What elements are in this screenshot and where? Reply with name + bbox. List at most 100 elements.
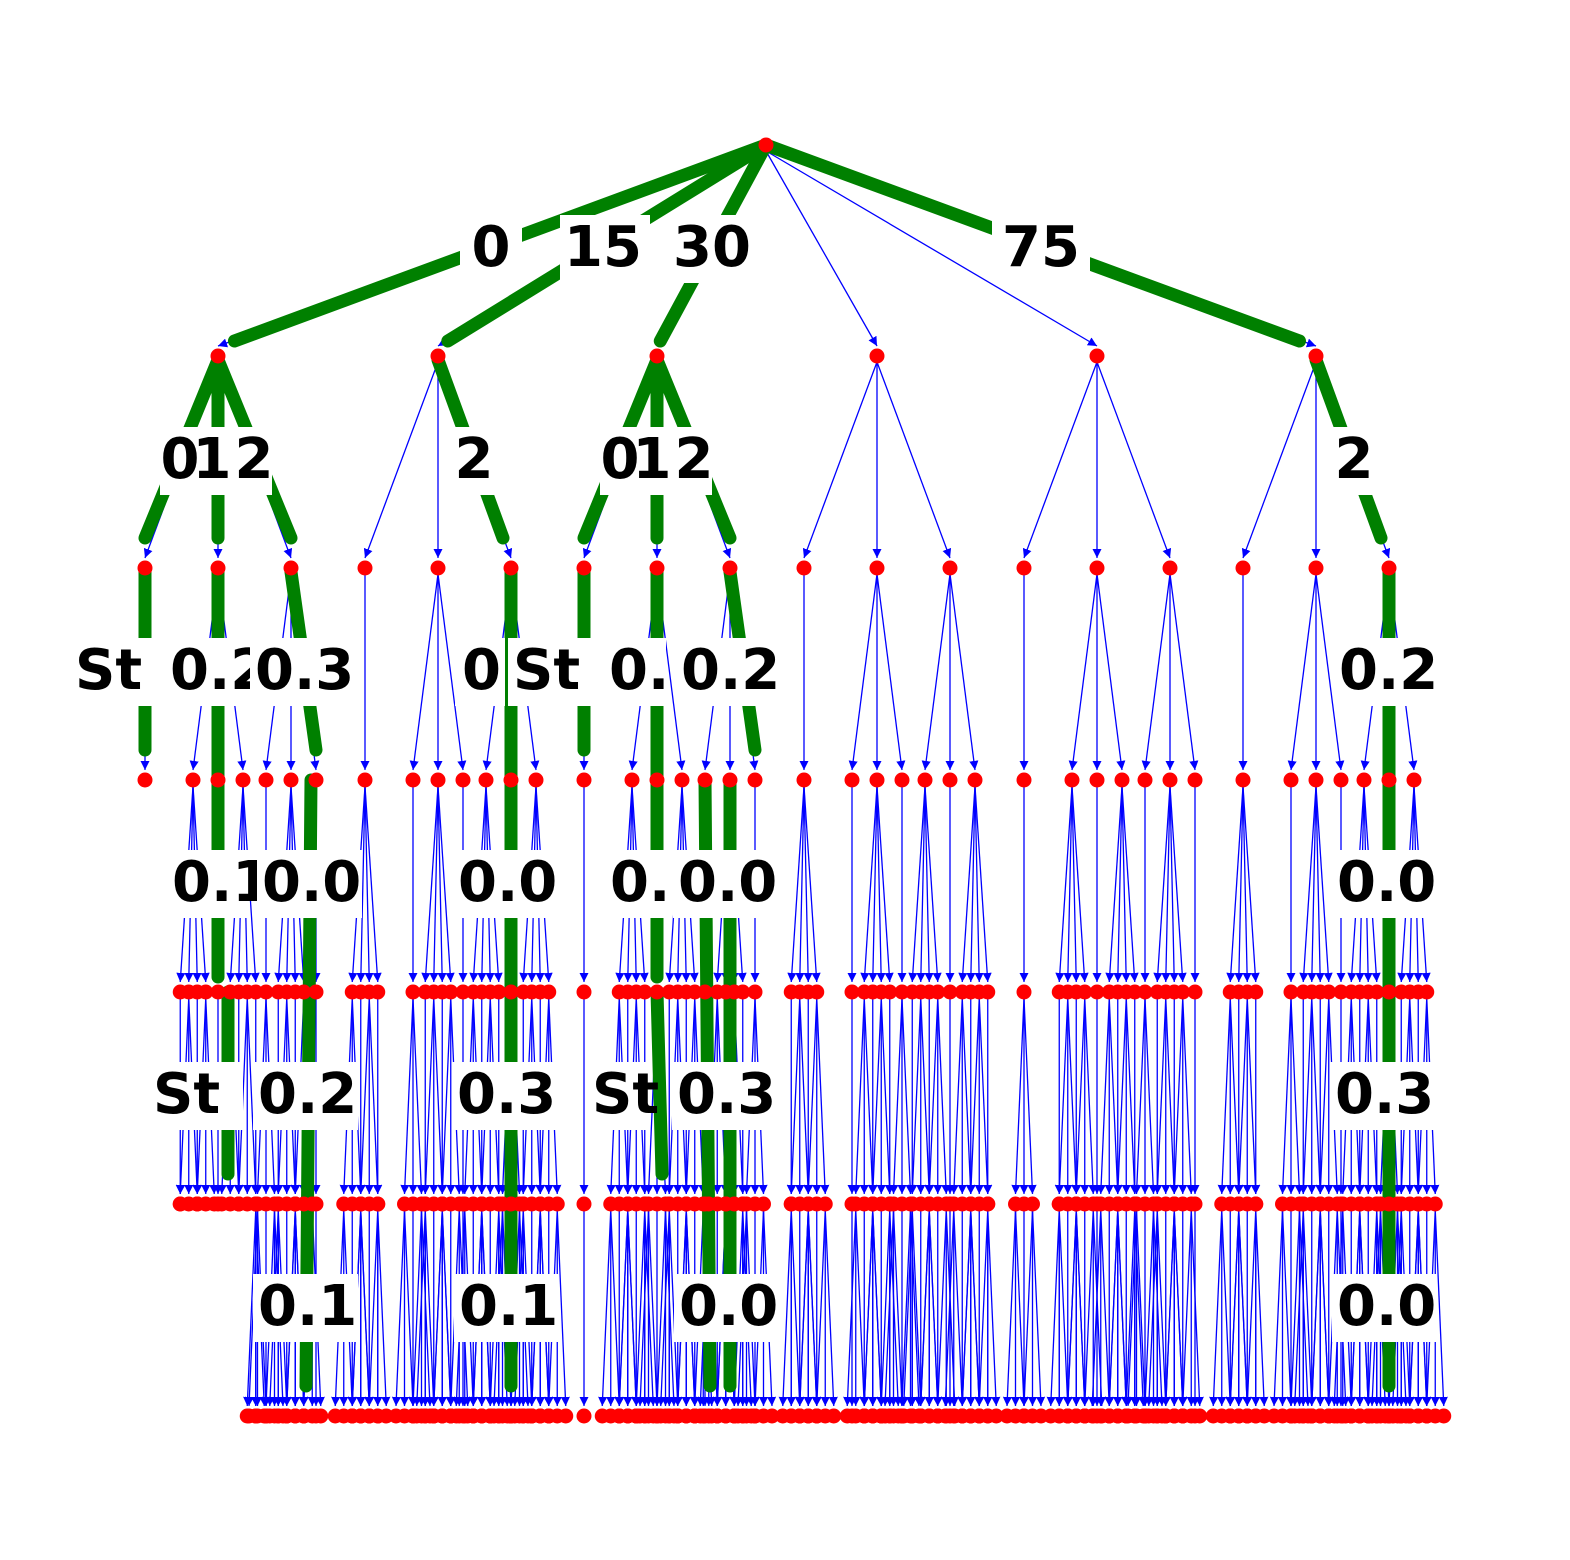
tree-node (443, 984, 459, 1000)
tree-edge (1299, 997, 1313, 1195)
tree-node (649, 348, 665, 364)
tree-edge (843, 1209, 857, 1407)
tree-edge (1055, 997, 1069, 1195)
tree-edge (400, 997, 414, 1195)
tree-node (455, 772, 471, 788)
tree-node (882, 984, 898, 1000)
tree-node (942, 772, 958, 788)
tree-edge (437, 785, 447, 983)
tree-edge (1105, 785, 1123, 983)
tree-node (1283, 984, 1299, 1000)
tree-node (1137, 772, 1153, 788)
tree-node (541, 984, 557, 1000)
tree-node (817, 1196, 833, 1212)
tree-node (1436, 1408, 1452, 1424)
tree-node (649, 984, 665, 1000)
tree-node (1333, 984, 1349, 1000)
tree-node (137, 772, 153, 788)
tree-edge (1019, 1209, 1034, 1407)
edge-label-l2-4: 0 (601, 427, 640, 492)
tree-edge (958, 785, 976, 983)
tree-node (576, 560, 592, 576)
tree-edge (242, 785, 260, 983)
edge-label-l2-5: 1 (633, 427, 672, 492)
tree-edge (246, 997, 260, 1195)
tree-edge (1246, 997, 1260, 1195)
tree-node (576, 984, 592, 1000)
tree-edge (1063, 1209, 1077, 1407)
edge-label-l3-3: 0 (462, 638, 501, 703)
tree-edge (908, 997, 922, 1195)
tree-edge (1290, 997, 1304, 1195)
tree-edge (1173, 1209, 1187, 1407)
tree-edge (1234, 997, 1248, 1195)
tree-node (747, 772, 763, 788)
tree-edge (1096, 361, 1172, 559)
tree-edge (802, 361, 878, 559)
tree-node (697, 772, 713, 788)
tree-node (980, 1196, 996, 1212)
tree-edge (1307, 785, 1317, 983)
tree-node (1308, 348, 1324, 364)
tree-edge (790, 1209, 804, 1407)
tree-edge (876, 361, 952, 559)
tree-edge (1234, 785, 1244, 983)
tree-node (258, 984, 274, 1000)
tree-node (980, 1408, 996, 1424)
tree-edge (364, 785, 374, 983)
edge-label-l2-1: 1 (193, 427, 232, 492)
tree-edge (1063, 785, 1073, 983)
tree-edge (889, 997, 903, 1195)
tree-node (637, 984, 653, 1000)
tree-edge (941, 1209, 955, 1407)
tree-node (942, 984, 958, 1000)
tree-edge (1011, 997, 1025, 1195)
tree-node (235, 772, 251, 788)
tree-node (869, 560, 885, 576)
edge-label-l5-3: St (592, 1062, 659, 1127)
tree-node (405, 984, 421, 1000)
edge-label-l6-2: 0.0 (679, 1274, 778, 1339)
tree-node (185, 772, 201, 788)
tree-node (826, 1408, 842, 1424)
tree-node (1333, 772, 1349, 788)
tree-edge (429, 1209, 443, 1407)
tree-edge (1316, 997, 1330, 1195)
tree-edge (1226, 785, 1244, 983)
tree-node (1235, 772, 1251, 788)
tree-node (405, 772, 421, 788)
tree-edge (872, 1209, 886, 1407)
tree-edge (656, 1209, 670, 1407)
tree-edge (409, 573, 439, 771)
tree-edge (1242, 785, 1260, 983)
tree-node (894, 772, 910, 788)
tree-edge (799, 997, 813, 1195)
tree-node (697, 984, 713, 1000)
tree-edge (974, 785, 992, 983)
tree-edge (437, 573, 467, 771)
tree-edge (1075, 1209, 1089, 1407)
tree-edge (668, 1209, 682, 1407)
tree-edge (429, 785, 439, 983)
tree-node (1077, 984, 1093, 1000)
tree-edge (1144, 1209, 1158, 1407)
tree-node (844, 772, 860, 788)
tree-node (308, 984, 324, 1000)
tree-node (210, 560, 226, 576)
tree-node (687, 984, 703, 1000)
edge-label-l6-0: 0.1 (258, 1274, 357, 1339)
tree-edge (803, 785, 821, 983)
tree-node (1016, 984, 1032, 1000)
tree-edge (1096, 997, 1110, 1195)
tree-edge (928, 1209, 942, 1407)
tree-edge (908, 785, 926, 983)
tree-edge (877, 1209, 891, 1407)
tree-edge (243, 1209, 257, 1407)
tree-node (967, 772, 983, 788)
tree-node (558, 1408, 574, 1424)
tree-edge (901, 997, 915, 1195)
tree-edge (978, 997, 992, 1195)
tree-edge (1299, 785, 1317, 983)
tree-edge (1290, 1209, 1304, 1407)
tree-edge (958, 1209, 972, 1407)
